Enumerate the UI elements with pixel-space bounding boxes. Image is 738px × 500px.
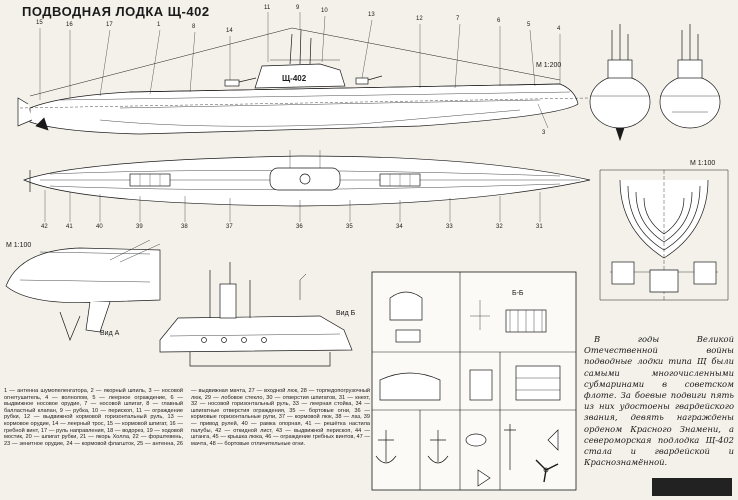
part-number: 16 bbox=[66, 22, 73, 28]
part-number: 10 bbox=[321, 8, 328, 14]
stern-detail bbox=[5, 239, 161, 341]
part-number: 42 bbox=[41, 224, 48, 230]
detail-grid bbox=[371, 271, 577, 491]
part-number: 15 bbox=[36, 20, 43, 26]
plan-view bbox=[23, 150, 591, 222]
part-number: 36 bbox=[296, 224, 303, 230]
profile-scale: М 1:200 bbox=[536, 62, 562, 69]
part-number: 7 bbox=[456, 16, 460, 22]
part-number: 13 bbox=[368, 12, 375, 18]
history-text: В годы Великой Отечественной войны подво… bbox=[584, 334, 734, 468]
part-number: 11 bbox=[264, 5, 271, 11]
part-number: 39 bbox=[136, 224, 143, 230]
part-number: 9 bbox=[296, 5, 300, 11]
section-label: Б-Б bbox=[512, 290, 524, 297]
part-number: 40 bbox=[96, 224, 103, 230]
part-number: 14 bbox=[226, 28, 233, 34]
bow-stern-views bbox=[589, 24, 721, 142]
detail-label: Вид А bbox=[100, 330, 120, 337]
side-profile bbox=[17, 12, 589, 135]
details-scale: М 1:100 bbox=[6, 242, 32, 249]
part-number: 34 bbox=[396, 224, 403, 230]
tower-label: Вид Б bbox=[336, 310, 356, 317]
part-number: 1 bbox=[157, 22, 161, 28]
tower-detail bbox=[159, 262, 353, 367]
part-number: 31 bbox=[536, 224, 543, 230]
page-title: ПОДВОДНАЯ ЛОДКА Щ-402 bbox=[22, 4, 210, 19]
watermark-badge bbox=[652, 478, 732, 496]
frame-body-plan bbox=[599, 169, 729, 301]
part-number: 37 bbox=[226, 224, 233, 230]
part-number: 17 bbox=[106, 22, 113, 28]
part-number: 38 bbox=[181, 224, 188, 230]
part-number: 6 bbox=[497, 18, 501, 24]
part-number: 41 bbox=[66, 224, 73, 230]
part-number: 3 bbox=[542, 130, 546, 136]
frames-scale: М 1:100 bbox=[690, 160, 716, 167]
part-number: 12 bbox=[416, 16, 423, 22]
part-number: 33 bbox=[446, 224, 453, 230]
part-number: 35 bbox=[346, 224, 353, 230]
part-number: 4 bbox=[557, 26, 561, 32]
part-number: 32 bbox=[496, 224, 503, 230]
hull-marking: Щ-402 bbox=[282, 74, 307, 83]
parts-legend: 1 — антенна шумопеленгатора, 2 — якорный… bbox=[4, 388, 370, 447]
part-number: 5 bbox=[527, 22, 531, 28]
part-number: 8 bbox=[192, 24, 196, 30]
